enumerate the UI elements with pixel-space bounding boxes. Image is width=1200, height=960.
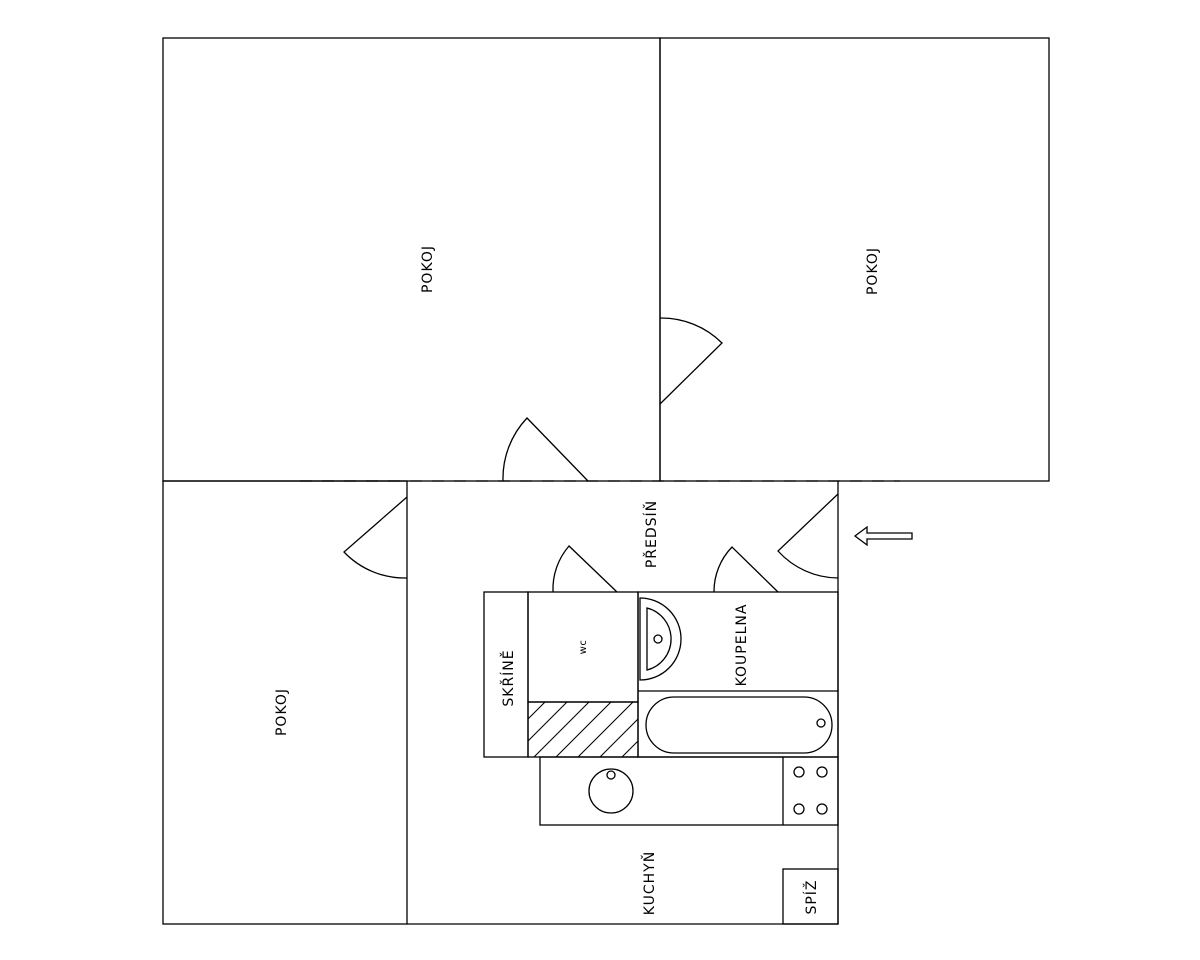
label-skrine: SKŘÍNĚ [500,649,517,706]
kitchen-counter [539,756,839,925]
bathtub-drain [816,718,826,728]
label-pokoj-top-left: POKOJ [420,245,436,293]
sink-drain [606,770,616,780]
washbasin-icon [639,597,682,681]
washbasin-drain [653,634,663,644]
label-pokoj-bottom-left: POKOJ [274,688,290,736]
bathroom-block [483,591,839,758]
label-wc: wc [578,640,589,655]
counter [539,756,839,826]
label-predsin: PŘEDSÍŇ [643,500,660,568]
room-pokoj-bottom-left [162,480,408,925]
stove-icon [793,766,828,815]
door-koupelna [713,546,779,593]
sink-icon [588,768,634,814]
washbasin-inner [646,607,672,671]
room-pokoj-top-right [659,37,1050,482]
doors [343,317,839,593]
room-pokoj-top-left [162,37,661,482]
shaft-hatching [527,701,639,758]
room-spiz [782,868,839,925]
door-wc [552,545,618,593]
label-koupelna: KOUPELNA [734,604,750,687]
entrance-arrow-icon [853,525,913,547]
door-pokoj-bottom-left [343,496,408,579]
label-spiz: SPÍŽ [802,879,820,914]
walls [162,37,1050,925]
door-pokoj-top-right [659,317,723,405]
door-pokoj-top-left [502,417,589,482]
bathtub-icon [645,696,833,754]
label-pokoj-top-right: POKOJ [865,247,881,295]
door-entrance [777,493,839,579]
label-kuchyn: KUCHYŇ [641,851,658,915]
